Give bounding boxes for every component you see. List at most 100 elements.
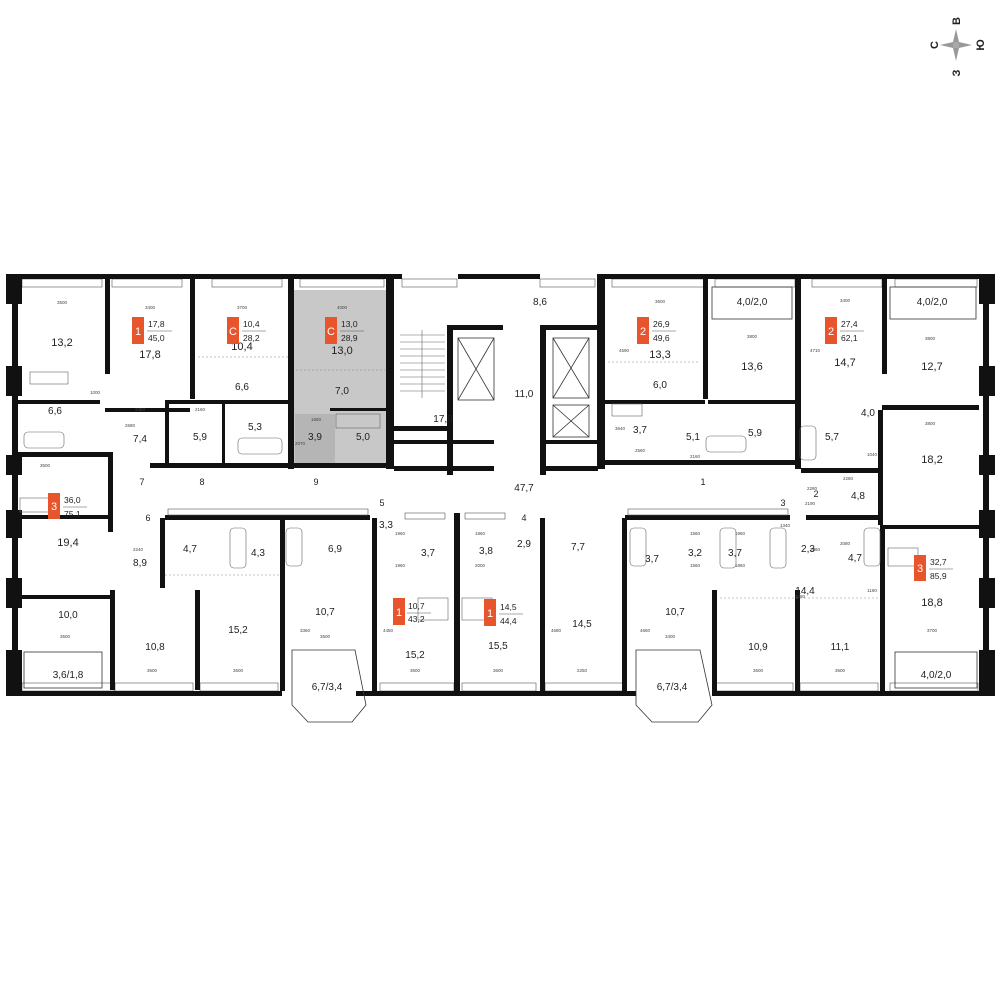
svg-text:С: С	[229, 326, 237, 338]
room-area: 3,7	[421, 548, 435, 559]
svg-text:75,1: 75,1	[64, 509, 81, 519]
room-area: 4,7	[183, 544, 197, 555]
room-area: 11,0	[515, 389, 534, 400]
room-area: 14,7	[834, 357, 855, 369]
room-area: 11,1	[831, 642, 850, 653]
dim-label: 1860	[475, 531, 486, 536]
core-shafts	[400, 330, 590, 438]
svg-text:26,9: 26,9	[653, 319, 670, 329]
dim-label: 1680	[311, 417, 322, 422]
svg-text:1: 1	[487, 608, 493, 620]
dim-label: 3800	[925, 336, 936, 341]
apt-tag-3-e: 3 32,7 85,9	[914, 555, 953, 581]
dim-label: 2250	[577, 668, 588, 673]
door-number: 1	[700, 477, 705, 487]
north-windows	[21, 278, 978, 288]
door-number: 3	[780, 498, 785, 508]
apt-tag-1-nw: 1 17,8 45,0	[132, 317, 172, 344]
dimension-labels: 3500 3400 3700 4000 3600 3400 3800 3800 …	[40, 298, 938, 673]
svg-text:28,2: 28,2	[243, 333, 260, 343]
svg-text:62,1: 62,1	[841, 333, 858, 343]
svg-text:13,0: 13,0	[341, 319, 358, 329]
room-area: 6,0	[653, 380, 667, 391]
room-area: 10,0	[58, 610, 78, 621]
dim-label: 3700	[237, 305, 248, 310]
balcony-area: 4,0/2,0	[921, 670, 952, 681]
svg-text:С: С	[327, 326, 335, 338]
dim-label: 2380	[135, 407, 146, 412]
outer-walls	[6, 274, 995, 696]
dim-label: 2280	[807, 486, 818, 491]
room-area: 3,7	[645, 554, 659, 565]
dim-label: 1860	[735, 563, 746, 568]
room-area: 14,5	[572, 619, 592, 630]
room-area: 17,6	[433, 414, 453, 425]
room-area: 4,3	[251, 548, 265, 559]
room-area: 4,8	[851, 491, 865, 502]
dim-label: 1040	[867, 452, 878, 457]
dim-label: 4590	[619, 348, 630, 353]
dim-label: 3600	[655, 299, 666, 304]
room-area: 5,9	[748, 428, 762, 439]
room-area: 2,9	[517, 539, 531, 550]
dim-label: 3500	[40, 463, 51, 468]
room-area: 15,5	[488, 641, 508, 652]
room-area: 4,0	[861, 408, 875, 419]
svg-text:10,7: 10,7	[408, 601, 425, 611]
dim-label: 1960	[735, 531, 746, 536]
south-windows	[21, 682, 979, 692]
balcony-area: 4,0/2,0	[737, 297, 768, 308]
room-area: 3,2	[688, 548, 702, 559]
dim-label: 1960	[395, 563, 406, 568]
apartment-tags: 1 17,8 45,0 С 10,4 28,2 С 13,0 28,9 2 26…	[48, 317, 953, 626]
compass-east: В	[951, 17, 963, 25]
room-area: 14,4	[795, 586, 815, 597]
balcony-area: 4,0/2,0	[917, 297, 948, 308]
dim-label: 1560	[690, 563, 701, 568]
apt-tag-studio-a: С 10,4 28,2	[227, 317, 266, 344]
apt-tag-2-n: 2 26,9 49,6	[637, 317, 676, 344]
svg-text:32,7: 32,7	[930, 557, 947, 567]
interior-walls	[18, 279, 983, 691]
dim-label: 3600	[493, 668, 504, 673]
dim-label: 3800	[925, 421, 936, 426]
dim-label: 3400	[145, 305, 156, 310]
dim-label: 4680	[551, 628, 562, 633]
compass-west: З	[951, 69, 963, 76]
room-area: 5,1	[686, 432, 700, 443]
room-area: 3,7	[633, 425, 647, 436]
room-area: 6,9	[328, 544, 342, 555]
room-area: 15,2	[405, 650, 425, 661]
svg-text:1: 1	[135, 326, 141, 338]
dim-label: 2060	[810, 547, 821, 552]
room-area: 3,7	[728, 548, 742, 559]
room-area: 6,6	[235, 382, 249, 393]
dim-label: 4450	[383, 628, 394, 633]
room-area: 17,8	[139, 349, 160, 361]
dim-label: 3600	[410, 668, 421, 673]
dim-label: 1560	[690, 531, 701, 536]
room-areas: 13,2 17,8 10,4 13,0 13,3 13,6 14,7 12,7 …	[48, 297, 943, 661]
apt-tag-3-w: 3 36,0 75,1	[48, 493, 87, 519]
room-area: 6,6	[48, 406, 62, 417]
room-area: 5,9	[193, 432, 207, 443]
room-area: 3,9	[308, 432, 322, 443]
room-area: 5,7	[825, 432, 839, 443]
dim-label: 3500	[60, 634, 71, 639]
door-number: 8	[199, 477, 204, 487]
room-area: 7,7	[571, 542, 585, 553]
balcony-area: 6,7/3,4	[312, 682, 343, 693]
studio-b-bath-highlight	[295, 414, 335, 464]
room-area: 13,3	[649, 349, 670, 361]
dim-label: 3360	[300, 628, 311, 633]
dim-label: 3600	[835, 668, 846, 673]
svg-text:49,6: 49,6	[653, 333, 670, 343]
apt-tag-2-ne: 2 27,4 62,1	[825, 317, 864, 344]
svg-text:3: 3	[51, 501, 57, 513]
dim-label: 1340	[780, 523, 791, 528]
room-area: 13,6	[741, 361, 762, 373]
door-number: 2	[813, 489, 818, 499]
balconies	[23, 286, 978, 723]
svg-text:85,9: 85,9	[930, 571, 947, 581]
